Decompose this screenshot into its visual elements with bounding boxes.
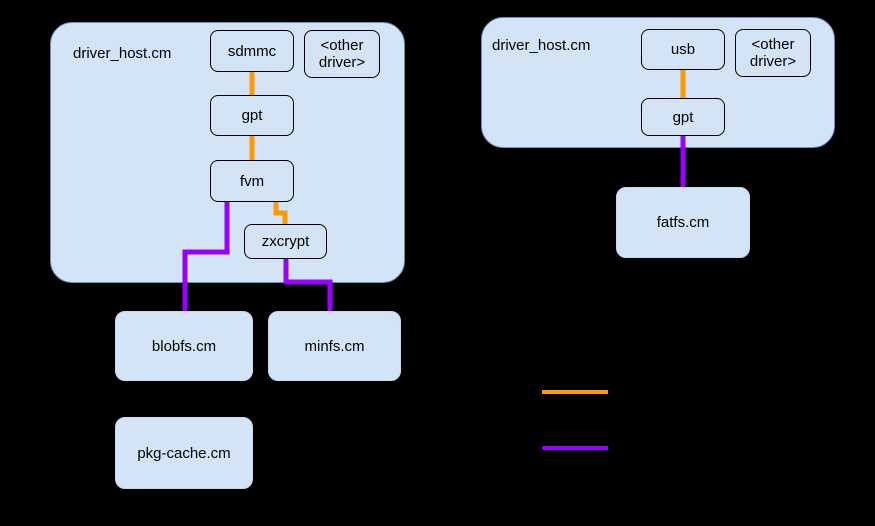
node-usb-label: usb: [670, 41, 696, 58]
node-gpt-right[interactable]: gpt: [641, 98, 725, 136]
legend-swatch-purple: [542, 446, 608, 450]
node-blobfs-label: blobfs.cm: [151, 337, 217, 355]
container-driver-host-right-label: driver_host.cm: [492, 37, 591, 54]
node-gpt-left[interactable]: gpt: [210, 95, 294, 136]
node-sdmmc[interactable]: sdmmc: [210, 30, 294, 72]
node-gpt-right-label: gpt: [672, 108, 694, 126]
node-zxcrypt[interactable]: zxcrypt: [244, 224, 327, 259]
node-fvm-label: fvm: [239, 172, 265, 190]
node-minfs[interactable]: minfs.cm: [268, 311, 401, 381]
node-zxcrypt-label: zxcrypt: [261, 233, 310, 250]
node-blobfs[interactable]: blobfs.cm: [115, 311, 253, 381]
node-usb[interactable]: usb: [641, 29, 725, 70]
node-fvm[interactable]: fvm: [210, 160, 294, 202]
node-sdmmc-label: sdmmc: [227, 42, 277, 60]
node-minfs-label: minfs.cm: [304, 337, 365, 355]
node-pkg-cache[interactable]: pkg-cache.cm: [115, 417, 253, 489]
node-fatfs-label: fatfs.cm: [656, 214, 710, 231]
container-driver-host-left-label: driver_host.cm: [73, 45, 172, 62]
node-fatfs[interactable]: fatfs.cm: [616, 187, 750, 258]
node-gpt-left-label: gpt: [241, 107, 263, 124]
legend-swatch-orange: [542, 390, 608, 394]
node-pkg-cache-label: pkg-cache.cm: [137, 444, 231, 462]
